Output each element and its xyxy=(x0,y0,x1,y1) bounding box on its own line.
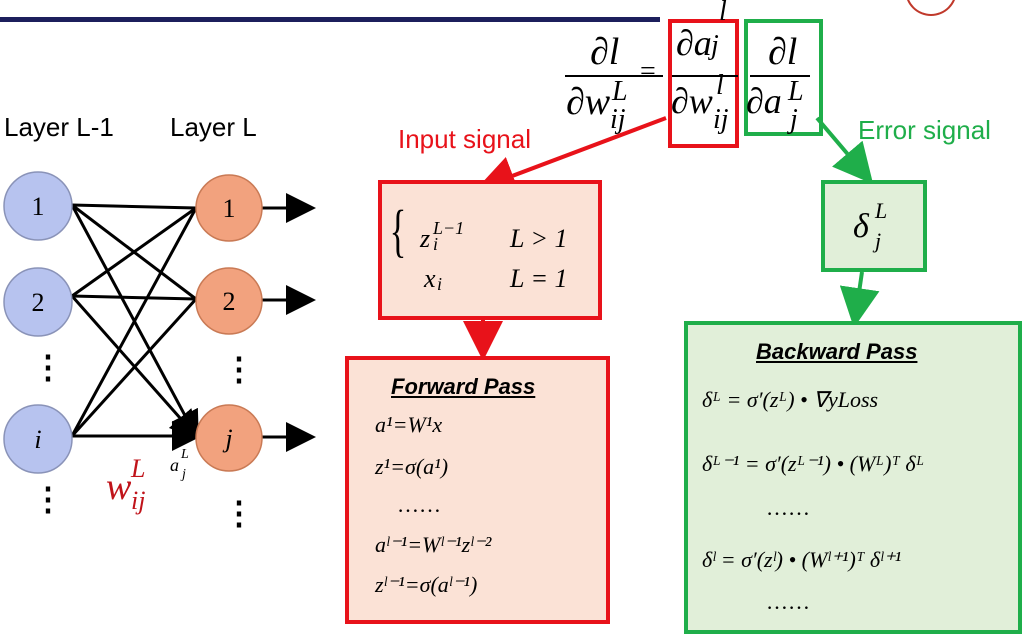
forward-line-2: z¹=σ(a¹) xyxy=(375,454,449,479)
curr-layer-nodes xyxy=(195,174,263,472)
mid-den-sub: ij xyxy=(713,104,729,135)
lhs-fraction-bar xyxy=(565,75,663,77)
forward-line-4: aˡ⁻¹=Wˡ⁻¹zˡ⁻² xyxy=(375,532,492,557)
connection-lines xyxy=(70,203,202,451)
case2-sub: i xyxy=(437,274,443,294)
cases-brace: { xyxy=(389,198,407,263)
error-term-box xyxy=(744,19,823,136)
delta-symbol: δ xyxy=(853,208,869,245)
curr-node-1 xyxy=(195,174,263,242)
lhs-den-sub: ij xyxy=(610,104,626,135)
input-signal-arrow xyxy=(475,116,667,195)
delta-sub: j xyxy=(875,228,882,253)
backward-line-2: δᴸ⁻¹ = σ′(zᴸ⁻¹) • (Wᴸ)ᵀ δᴸ xyxy=(702,451,925,476)
curr-ellipsis-2: ⋮ xyxy=(223,495,255,531)
activation-sup: L xyxy=(181,447,189,462)
input-signal-label: Input signal xyxy=(398,124,531,154)
error-signal-arrow xyxy=(815,116,874,185)
curr-node-2-label: 2 xyxy=(222,287,236,316)
prev-node-2-label: 2 xyxy=(31,288,45,317)
input-cases-box: { z i L−1 L > 1 x i L = 1 xyxy=(378,180,602,320)
mid-num-sup: l xyxy=(719,0,727,27)
lhs-denominator: ∂w xyxy=(566,81,611,123)
curr-node-j xyxy=(195,404,263,472)
prev-layer-nodes xyxy=(3,171,73,474)
rhs-denominator: ∂a xyxy=(746,81,782,121)
activation-sub: j xyxy=(182,467,186,482)
neural-network-diagram xyxy=(3,171,316,474)
case1-var: z xyxy=(420,224,431,253)
prev-ellipsis-2: ⋮ xyxy=(32,481,64,517)
layer-curr-label: Layer L xyxy=(170,112,257,142)
mid-den-sup: l xyxy=(716,70,724,101)
forward-line-1: a¹=W¹x xyxy=(375,412,443,437)
rhs-den-sub: j xyxy=(790,104,798,135)
curr-ellipsis-1: ⋮ xyxy=(223,351,255,387)
curr-node-2 xyxy=(195,267,263,335)
backward-pass-box: Backward Pass δᴸ = σ′(zᴸ) • ∇yLoss δᴸ⁻¹ … xyxy=(684,321,1022,634)
delta-sup: L xyxy=(875,198,888,223)
backward-pass-title: Backward Pass xyxy=(756,339,918,364)
prev-node-i-label: i xyxy=(34,425,42,454)
prev-node-1 xyxy=(3,171,73,241)
backward-line-5: …… xyxy=(766,589,810,614)
prev-node-1-label: 1 xyxy=(31,192,45,221)
mid-num-sub: j xyxy=(711,30,719,61)
lhs-den-sup: L xyxy=(612,76,628,107)
title-underline xyxy=(0,17,660,22)
weight-sup: L xyxy=(131,454,146,483)
activation-symbol: a xyxy=(170,455,179,475)
forward-pass-title: Forward Pass xyxy=(391,374,536,399)
case1-sub: i xyxy=(433,234,439,254)
equals-sign: = xyxy=(640,56,656,87)
weight-label: w xyxy=(106,468,131,506)
curr-node-j-label: j xyxy=(225,424,233,453)
delta-box: δ L j xyxy=(821,180,927,272)
backward-line-4: δˡ = σ′(zˡ) • (Wˡ⁺¹)ᵀ δˡ⁺¹ xyxy=(702,547,902,572)
mid-numerator: ∂a xyxy=(676,23,712,63)
rhs-numerator: ∂l xyxy=(768,31,798,73)
layer-prev-label: Layer L-1 xyxy=(4,112,114,142)
case1-cond: L > 1 xyxy=(510,224,568,253)
forward-line-5: zˡ⁻¹=σ(aˡ⁻¹) xyxy=(375,572,478,597)
prev-node-2 xyxy=(3,267,73,337)
case2-var: x xyxy=(424,264,436,293)
case2-cond: L = 1 xyxy=(510,264,568,293)
backward-line-3: …… xyxy=(766,495,810,520)
curr-node-1-label: 1 xyxy=(222,194,236,223)
backward-arrow xyxy=(839,271,880,328)
error-signal-label: Error signal xyxy=(858,115,991,145)
weight-symbol: w xyxy=(106,466,132,508)
input-term-box xyxy=(668,19,739,148)
weight-sub: ij xyxy=(131,486,146,515)
output-arrows xyxy=(262,193,316,452)
case1-sup: L−1 xyxy=(433,218,465,238)
prev-ellipsis-1: ⋮ xyxy=(32,349,64,385)
mid-fraction-bar xyxy=(672,75,738,77)
lhs-numerator: ∂l xyxy=(590,31,620,73)
forward-line-3: …… xyxy=(397,492,441,517)
forward-pass-box: Forward Pass a¹=W¹x z¹=σ(a¹) …… aˡ⁻¹=Wˡ⁻… xyxy=(345,356,610,624)
rhs-den-sup: L xyxy=(788,76,804,107)
backward-line-1: δᴸ = σ′(zᴸ) • ∇yLoss xyxy=(702,387,879,412)
mid-denominator: ∂w xyxy=(671,81,713,121)
prev-node-i xyxy=(3,404,73,474)
rhs-fraction-bar xyxy=(750,75,810,77)
